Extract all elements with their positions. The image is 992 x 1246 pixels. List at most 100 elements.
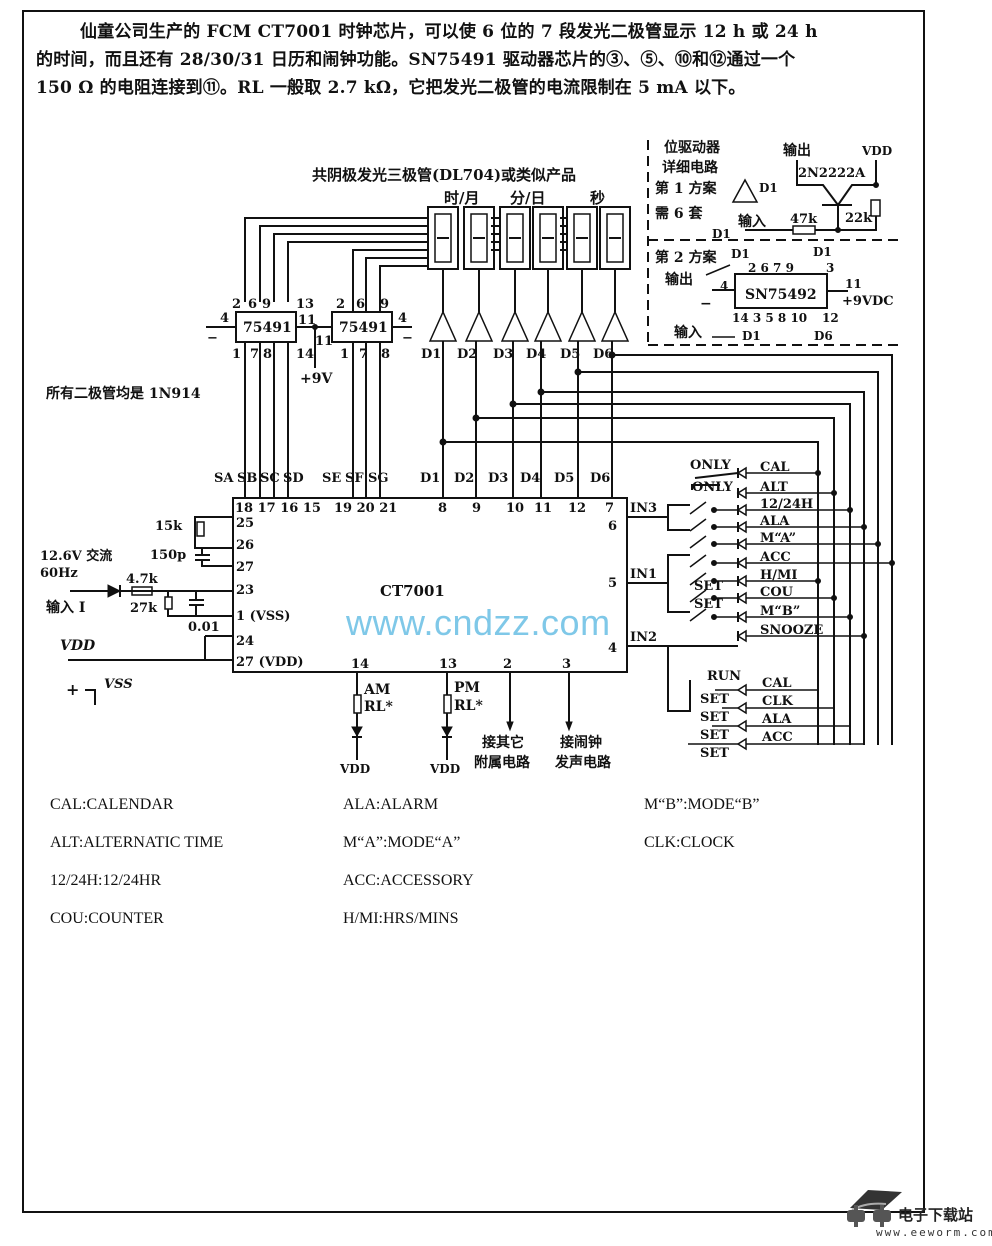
digit-pin-7: 7	[605, 501, 614, 516]
digit-segments	[470, 213, 488, 263]
am-label: AM	[363, 682, 390, 698]
pin-26: 26	[236, 538, 254, 553]
pin-label: 1	[340, 347, 349, 362]
seven-segment-digit	[532, 206, 564, 312]
pin-label: 8	[263, 347, 272, 362]
logo-name: 电子下载站	[898, 1206, 974, 1224]
detail-output: 输出	[783, 142, 811, 159]
pin-label: 14	[296, 347, 314, 362]
seg-label-sd: SD	[283, 471, 304, 486]
pin-label: 8	[381, 347, 390, 362]
digit-driver-label: D4	[520, 471, 540, 486]
alarm-circuit-1: 接闹钟	[560, 734, 602, 751]
switch-label: ALA	[759, 514, 790, 529]
diode-icon	[736, 701, 747, 715]
seven-segment-digit	[499, 206, 531, 312]
pin-1-vss: 1 (VSS)	[236, 609, 290, 624]
detail-pin3: 3	[826, 261, 834, 275]
digit-segments	[539, 213, 557, 263]
digit-bus	[439, 341, 893, 745]
digit-bus-line	[612, 354, 893, 745]
only-label: ONLY	[690, 458, 732, 473]
switch-contact	[689, 608, 707, 622]
intro-line-1: 仙童公司生产的 FCM CT7001 时钟芯片，可以使 6 位的 7 段发光二极…	[80, 22, 818, 42]
detail-pins-bottom: 14 3 5 8 10	[732, 311, 807, 325]
seg-label-sf: SF	[345, 471, 364, 486]
only-label: ONLY	[692, 480, 734, 495]
input-in1: IN1	[630, 567, 657, 582]
junction-dot	[815, 470, 821, 476]
pm-label: PM	[454, 680, 480, 696]
detail-supply2: +9VDC	[842, 294, 894, 309]
digit-bus-line	[443, 441, 819, 745]
legend-item: H/MI:HRS/MINS	[343, 910, 459, 927]
switch-label: CAL	[762, 676, 792, 691]
pin-3: 3	[562, 657, 571, 672]
detail-d1-4: D1	[813, 245, 832, 259]
digit-bus-line	[541, 391, 865, 745]
digit-pin-9: 9	[472, 501, 481, 516]
diode-icon	[736, 737, 747, 751]
digit-segments	[573, 213, 591, 263]
junction-dot	[875, 541, 881, 547]
pin-label: 2	[336, 297, 345, 312]
junction-dot	[439, 438, 447, 446]
set-label: SET	[694, 597, 723, 612]
digit-driver-label: D3	[493, 347, 513, 362]
display-group-seconds: 秒	[590, 189, 605, 207]
vdd-am: VDD	[339, 762, 370, 776]
input-i-label: 输入 I	[46, 599, 85, 616]
watermark: www.cndzz.com	[346, 602, 611, 643]
detail-d1-3: D1	[731, 247, 750, 261]
detail-r22k: 22k	[845, 211, 873, 226]
pin-14: 14	[351, 657, 369, 672]
pin-label: 7	[359, 347, 368, 362]
pin-label: 6	[356, 297, 365, 312]
switch-contact	[689, 501, 707, 515]
digit-driver-label: D2	[454, 471, 474, 486]
digit-pin-10: 10	[506, 501, 524, 516]
legend-item: ACC:ACCESSORY	[343, 872, 474, 889]
diode-icon	[736, 591, 747, 605]
seg-label-se: SE	[322, 471, 341, 486]
digit-driver-label: D6	[590, 471, 610, 486]
driver-chip-right: 75491	[331, 311, 393, 343]
detail-chip2-label: SN75492	[745, 287, 817, 303]
pin-27-vdd: 27 (VDD)	[236, 655, 304, 670]
intro-line-3: 150 Ω 的电阻连接到⑪。RL 一般取 2.7 kΩ，它把发光二极管的电流限制…	[36, 78, 746, 98]
run-label: RUN	[707, 669, 741, 684]
set-label: SET	[700, 728, 729, 743]
seven-segment-digit	[599, 206, 631, 312]
detail-scheme-2: 第 2 方案	[655, 249, 717, 266]
driver-supply-label: +9V	[300, 371, 333, 387]
pin-label: 6	[248, 297, 257, 312]
pin-label: 1	[232, 347, 241, 362]
legend-item: CLK:CLOCK	[644, 834, 735, 851]
junction-dot	[537, 388, 545, 396]
detail-d1: D1	[759, 181, 778, 195]
seven-segment-display	[427, 206, 631, 312]
detail-scheme-1: 第 1 方案	[655, 180, 717, 197]
driver-left-label: 75491	[243, 320, 292, 336]
in3-wire	[667, 504, 690, 517]
logo-bug-icon	[847, 1205, 891, 1227]
pin-label: 7	[250, 347, 259, 362]
diode-icon	[736, 719, 747, 733]
plus-label: +	[66, 680, 79, 699]
switch-label: 12/24H	[760, 497, 813, 512]
set-label: SET	[700, 692, 729, 707]
ct7001-chip: CT7001	[232, 497, 628, 673]
seven-segment-digit	[566, 206, 598, 312]
detail-title-2: 详细电路	[662, 159, 719, 176]
seven-segment-digit	[463, 206, 495, 312]
pin-23: 23	[236, 583, 254, 598]
buffer-triangle	[533, 310, 563, 342]
digit-driver-label: D4	[526, 347, 546, 362]
detail-vdd: VDD	[861, 144, 892, 158]
detail-d6: D6	[814, 329, 833, 343]
digit-bus-line	[513, 403, 851, 745]
junction-dot	[831, 595, 837, 601]
switch-label: ALT	[759, 480, 788, 495]
alarm-circuit-2: 发声电路	[554, 754, 612, 771]
